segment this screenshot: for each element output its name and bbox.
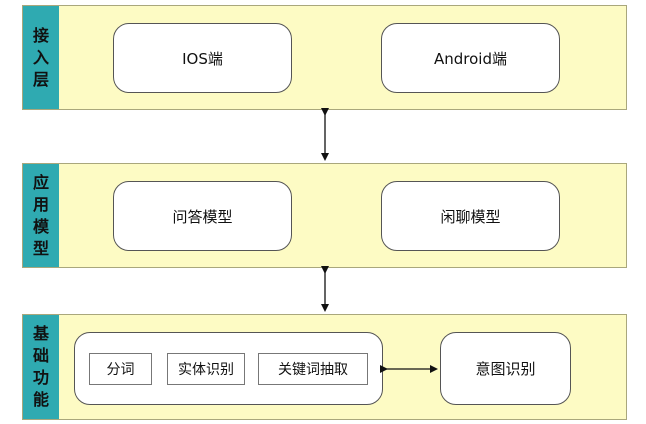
layer-label-char: 型 bbox=[32, 238, 49, 258]
layer-label-char: 基 bbox=[32, 324, 49, 343]
box-chat-model: 闲聊模型 bbox=[381, 181, 560, 251]
layer-label-char: 入 bbox=[32, 47, 49, 67]
layer-application: 应 用 模 型 问答模型 闲聊模型 bbox=[22, 163, 627, 268]
layer-label-char: 用 bbox=[32, 194, 49, 214]
box-nlp-functions: 分词 实体识别 关键词抽取 bbox=[74, 332, 383, 405]
layer-label-char: 功 bbox=[32, 368, 49, 387]
layer-label-char: 层 bbox=[32, 69, 49, 89]
layer-label-application: 应 用 模 型 bbox=[23, 164, 59, 267]
layer-basic: 基 础 功 能 分词 实体识别 关键词抽取 意图识别 bbox=[22, 314, 627, 420]
layer-label-char: 接 bbox=[32, 25, 49, 45]
box-intent-recognition: 意图识别 bbox=[440, 332, 571, 405]
layer-label-char: 础 bbox=[32, 346, 49, 365]
layer-label-access: 接 入 层 bbox=[23, 6, 59, 109]
sub-word-segmentation: 分词 bbox=[89, 353, 152, 385]
layer-label-char: 模 bbox=[32, 216, 49, 236]
box-qa-model: 问答模型 bbox=[113, 181, 292, 251]
layer-label-char: 能 bbox=[32, 390, 49, 409]
sub-entity-recognition: 实体识别 bbox=[167, 353, 245, 385]
layer-access: 接 入 层 IOS端 Android端 bbox=[22, 5, 627, 110]
box-android: Android端 bbox=[381, 23, 560, 93]
layer-label-char: 应 bbox=[32, 172, 49, 192]
layer-label-basic: 基 础 功 能 bbox=[23, 315, 59, 419]
box-ios: IOS端 bbox=[113, 23, 292, 93]
sub-keyword-extraction: 关键词抽取 bbox=[258, 353, 368, 385]
